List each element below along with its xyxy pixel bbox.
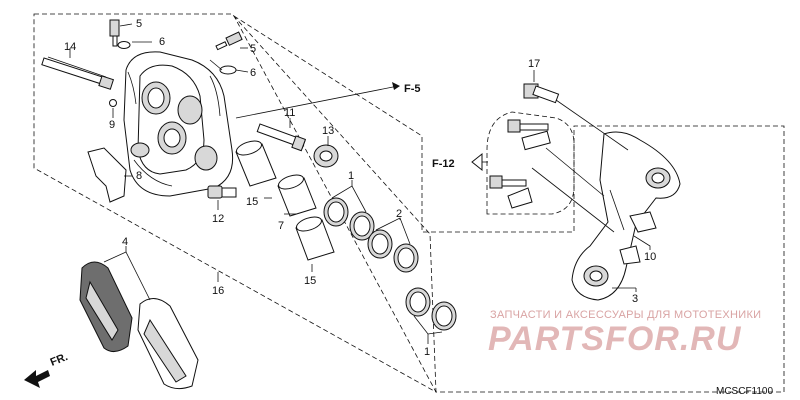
watermark-logo: PARTSFOR.RU bbox=[488, 320, 742, 358]
pad-pin-bolt bbox=[207, 185, 237, 199]
callout-6-upper: 6 bbox=[159, 36, 165, 48]
piston-subassembly-outline bbox=[232, 14, 785, 393]
piston-seal-set-top bbox=[323, 197, 375, 241]
piston-middle bbox=[277, 174, 317, 217]
callout-15-lower: 15 bbox=[304, 275, 316, 287]
callout-17: 17 bbox=[528, 58, 540, 70]
f12-reference-label: F-12 bbox=[432, 158, 455, 170]
bleed-screw-left bbox=[109, 19, 131, 49]
brake-pad-left bbox=[79, 261, 133, 352]
callout-4: 4 bbox=[122, 236, 128, 248]
brake-pad-right bbox=[137, 298, 199, 390]
callout-12: 12 bbox=[212, 213, 224, 225]
callout-5-upper: 5 bbox=[136, 18, 142, 30]
callout-1-lower: 1 bbox=[424, 346, 430, 358]
piston-seal-set-bottom bbox=[405, 287, 457, 331]
diagram-code: MCSCF1100 bbox=[716, 386, 773, 397]
caliper-body bbox=[123, 51, 234, 197]
callout-15-upper: 15 bbox=[246, 196, 258, 208]
mounting-bolt bbox=[523, 83, 560, 104]
caliper-assembly-outline bbox=[33, 13, 437, 393]
f5-reference-label: F-5 bbox=[404, 83, 421, 95]
watermark-tagline: ЗАПЧАСТИ И АКСЕССУАРЫ ДЛЯ МОТОТЕХНИКИ bbox=[490, 309, 761, 321]
callout-16: 16 bbox=[212, 285, 224, 297]
callout-1-upper: 1 bbox=[348, 170, 354, 182]
pin-boot bbox=[313, 144, 339, 168]
bracket-bolt-upper bbox=[507, 119, 551, 151]
callout-7: 7 bbox=[278, 220, 284, 232]
callout-3: 3 bbox=[632, 293, 638, 305]
f5-reference-arrow bbox=[235, 82, 400, 119]
front-direction-arrow bbox=[24, 370, 50, 388]
callout-14: 14 bbox=[64, 41, 76, 53]
callout-8: 8 bbox=[136, 170, 142, 182]
callout-13: 13 bbox=[322, 125, 334, 137]
callout-2: 2 bbox=[396, 208, 402, 220]
callout-5-right: 5 bbox=[250, 43, 256, 55]
piston-small bbox=[295, 216, 335, 261]
pad-spring bbox=[87, 147, 127, 203]
dust-seal-set bbox=[367, 229, 419, 273]
pad-retainer-clip bbox=[619, 211, 657, 265]
f12-reference-arrow bbox=[471, 152, 488, 172]
pin-bolt bbox=[41, 56, 115, 90]
caliper-bracket bbox=[571, 131, 681, 301]
callout-6-right: 6 bbox=[250, 67, 256, 79]
callout-10: 10 bbox=[644, 251, 656, 263]
o-ring bbox=[109, 99, 117, 107]
slide-pin bbox=[256, 123, 307, 152]
front-label: FR. bbox=[49, 351, 70, 369]
callout-11: 11 bbox=[284, 107, 295, 119]
piston-large bbox=[235, 140, 277, 187]
callout-9: 9 bbox=[109, 119, 115, 131]
bracket-bolt-group-outline bbox=[486, 111, 575, 215]
bleed-screw-right bbox=[215, 31, 243, 75]
bracket-bolt-lower bbox=[489, 175, 533, 209]
